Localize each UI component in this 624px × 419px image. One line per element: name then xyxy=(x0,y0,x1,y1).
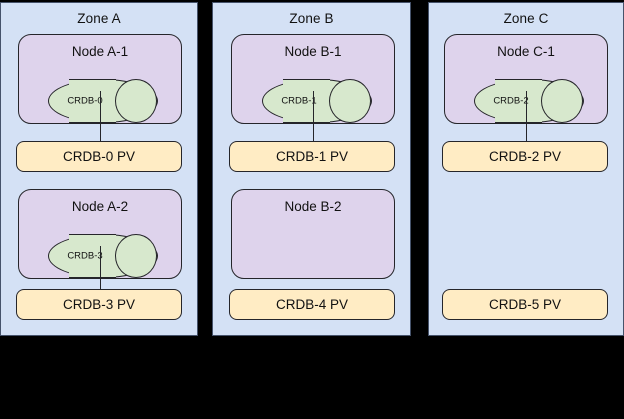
pv-crdb-4-label: CRDB-4 PV xyxy=(275,297,348,312)
node-a-1[interactable]: Node A-1 CRDB-0 xyxy=(18,34,182,124)
node-a-1-label: Node A-1 xyxy=(71,44,129,59)
pod-cylinder-rect xyxy=(283,79,330,123)
connector-node-b-1-to-crdb-1-pv xyxy=(313,91,314,141)
node-b-2-label: Node B-2 xyxy=(284,199,342,214)
zone-panel-c: Zone C Node C-1 CRDB-2 CRDB-2 PV CRDB-5 … xyxy=(428,2,624,336)
pod-cylinder-cap xyxy=(115,79,157,123)
node-b-1-label: Node B-1 xyxy=(284,44,342,59)
pod-crdb-1[interactable]: CRDB-1 xyxy=(262,79,372,123)
node-c-1[interactable]: Node C-1 CRDB-2 xyxy=(444,34,608,124)
zone-c-title: Zone C xyxy=(503,11,549,26)
zone-a-title: Zone A xyxy=(77,11,121,26)
pv-crdb-1-label: CRDB-1 PV xyxy=(275,149,348,164)
pod-crdb-0-label: CRDB-0 xyxy=(67,95,103,107)
pv-crdb-5-label: CRDB-5 PV xyxy=(488,297,561,312)
pod-cylinder-rect xyxy=(69,234,116,278)
node-a-2-label: Node A-2 xyxy=(71,199,129,214)
pod-crdb-2-label: CRDB-2 xyxy=(493,95,529,107)
pv-crdb-3[interactable]: CRDB-3 PV xyxy=(16,289,182,320)
pv-crdb-2[interactable]: CRDB-2 PV xyxy=(442,141,608,172)
zone-panel-b: Zone B Node B-1 CRDB-1 CRDB-1 PV Node B-… xyxy=(212,2,411,336)
pv-crdb-5[interactable]: CRDB-5 PV xyxy=(442,289,608,320)
pod-cylinder-rect xyxy=(69,79,116,123)
pod-crdb-1-label: CRDB-1 xyxy=(281,95,317,107)
node-b-2[interactable]: Node B-2 xyxy=(231,189,395,279)
pv-crdb-4[interactable]: CRDB-4 PV xyxy=(229,289,395,320)
pod-cylinder-cap xyxy=(541,79,583,123)
node-a-2[interactable]: Node A-2 CRDB-3 xyxy=(18,189,182,279)
pv-crdb-0-label: CRDB-0 PV xyxy=(62,149,135,164)
connector-node-a-2-to-crdb-3-pv xyxy=(100,246,101,289)
node-c-1-label: Node C-1 xyxy=(497,44,555,59)
pod-cylinder-cap xyxy=(115,234,157,278)
zone-panel-a: Zone A Node A-1 CRDB-0 CRDB-0 PV Node A-… xyxy=(0,2,198,336)
pod-cylinder-cap xyxy=(329,79,371,123)
pod-crdb-0[interactable]: CRDB-0 xyxy=(48,79,158,123)
pv-crdb-2-label: CRDB-2 PV xyxy=(488,149,561,164)
pod-cylinder-rect xyxy=(495,79,542,123)
pv-crdb-3-label: CRDB-3 PV xyxy=(62,297,135,312)
pv-crdb-0[interactable]: CRDB-0 PV xyxy=(16,141,182,172)
pod-crdb-3[interactable]: CRDB-3 xyxy=(48,234,158,278)
connector-node-c-1-to-crdb-2-pv xyxy=(526,91,527,141)
pv-crdb-1[interactable]: CRDB-1 PV xyxy=(229,141,395,172)
zone-b-title: Zone B xyxy=(289,11,334,26)
pod-crdb-2[interactable]: CRDB-2 xyxy=(474,79,584,123)
pod-crdb-3-label: CRDB-3 xyxy=(67,250,103,262)
connector-node-a-1-to-crdb-0-pv xyxy=(100,91,101,141)
